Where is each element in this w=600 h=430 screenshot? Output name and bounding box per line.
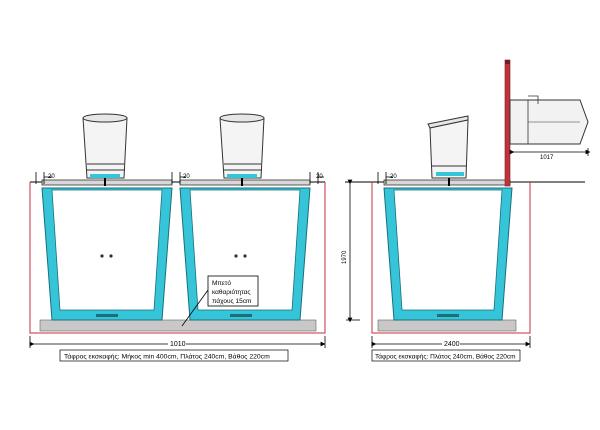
waste-bin-left-2 [219,113,265,186]
dim-total-width-right: 2400 [371,336,531,348]
dim-20-left-a: 20 [35,172,55,184]
tank-right [383,187,513,321]
svg-text:Τάφρος εκσκαφής: Πλάτος 240cm,: Τάφρος εκσκαφής: Πλάτος 240cm, Βάθος 220… [375,353,516,361]
dim-height-right: 1970 [342,179,360,323]
tank-left-1 [41,187,173,321]
dim-20-left-c: 20 [309,172,324,184]
svg-text:2400: 2400 [444,341,460,348]
note-line-3: πάχους 15cm [212,297,251,305]
excavation-outline-right [371,182,531,334]
lid-left-2 [179,179,311,186]
excavation-outline-left [29,182,326,334]
concrete-note: Μπετό καθαριότητας πάχους 15cm [181,275,259,327]
caption-right: Τάφρος εκσκαφής: Πλάτος 240cm, Βάθος 220… [371,349,521,362]
svg-text:20: 20 [316,174,323,180]
svg-text:1970: 1970 [342,250,348,264]
left-installation: 20 20 20 Μπετό καθαριότητας πάχους 15cm [29,113,326,362]
note-line-2: καθαριότητας [212,288,251,296]
svg-text:20: 20 [390,174,397,180]
concrete-slab-left [39,319,317,332]
waste-bin-right [427,115,469,186]
svg-text:20: 20 [48,174,55,180]
right-installation: 20 1017 1970 2400 Τάφρος εκσκαφής: Πλάτο… [342,59,591,362]
svg-text:20: 20 [183,174,190,180]
dim-total-width-left: 1010 [29,336,326,348]
inlet-pipe [504,59,589,187]
svg-text:1010: 1010 [170,341,186,348]
concrete-slab-right [377,319,517,332]
svg-text:1017: 1017 [540,155,554,161]
dim-20-right: 20 [377,172,397,184]
svg-text:Τάφρος εκσκαφής: Μήκος min 400: Τάφρος εκσκαφής: Μήκος min 400cm, Πλάτος… [64,353,270,361]
lid-right [383,179,511,186]
dim-20-left-b: 20 [171,172,190,184]
caption-left: Τάφρος εκσκαφής: Μήκος min 400cm, Πλάτος… [59,349,289,362]
lid-left-1 [41,179,173,186]
waste-bin-left-1 [82,113,128,186]
note-line-1: Μπετό [212,279,231,287]
dim-pipe-length: 1017 [509,148,591,161]
